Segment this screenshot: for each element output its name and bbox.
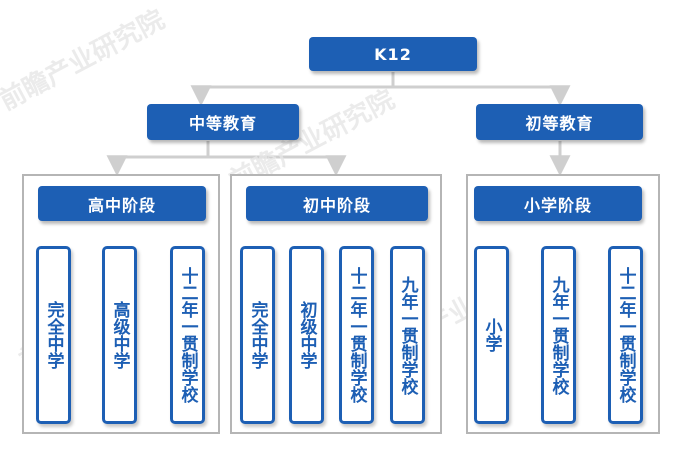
branch-secondary-education: 中等教育 bbox=[147, 104, 299, 140]
leaf-item: 完全中学 bbox=[36, 246, 71, 424]
group-header-high-school: 高中阶段 bbox=[38, 186, 206, 221]
leaf-item: 完全中学 bbox=[240, 246, 275, 424]
leaf-item: 高级中学 bbox=[102, 246, 137, 424]
leaf-item: 十二年一贯制学校 bbox=[170, 246, 205, 424]
branch-primary-education: 初等教育 bbox=[476, 104, 643, 140]
leaf-item: 九年一贯制学校 bbox=[541, 246, 576, 424]
connector-root-branches bbox=[201, 72, 395, 89]
leaf-item: 十二年一贯制学校 bbox=[339, 246, 374, 424]
leaf-item: 小学 bbox=[474, 246, 509, 424]
group-header-middle-school: 初中阶段 bbox=[246, 186, 428, 221]
root-node: K12 bbox=[309, 37, 477, 71]
leaf-item: 九年一贯制学校 bbox=[390, 246, 425, 424]
leaf-item: 初级中学 bbox=[289, 246, 324, 424]
group-header-primary-school: 小学阶段 bbox=[474, 186, 642, 221]
connector-branch1-groups bbox=[117, 141, 210, 159]
leaf-item: 十二年一贯制学校 bbox=[608, 246, 643, 424]
